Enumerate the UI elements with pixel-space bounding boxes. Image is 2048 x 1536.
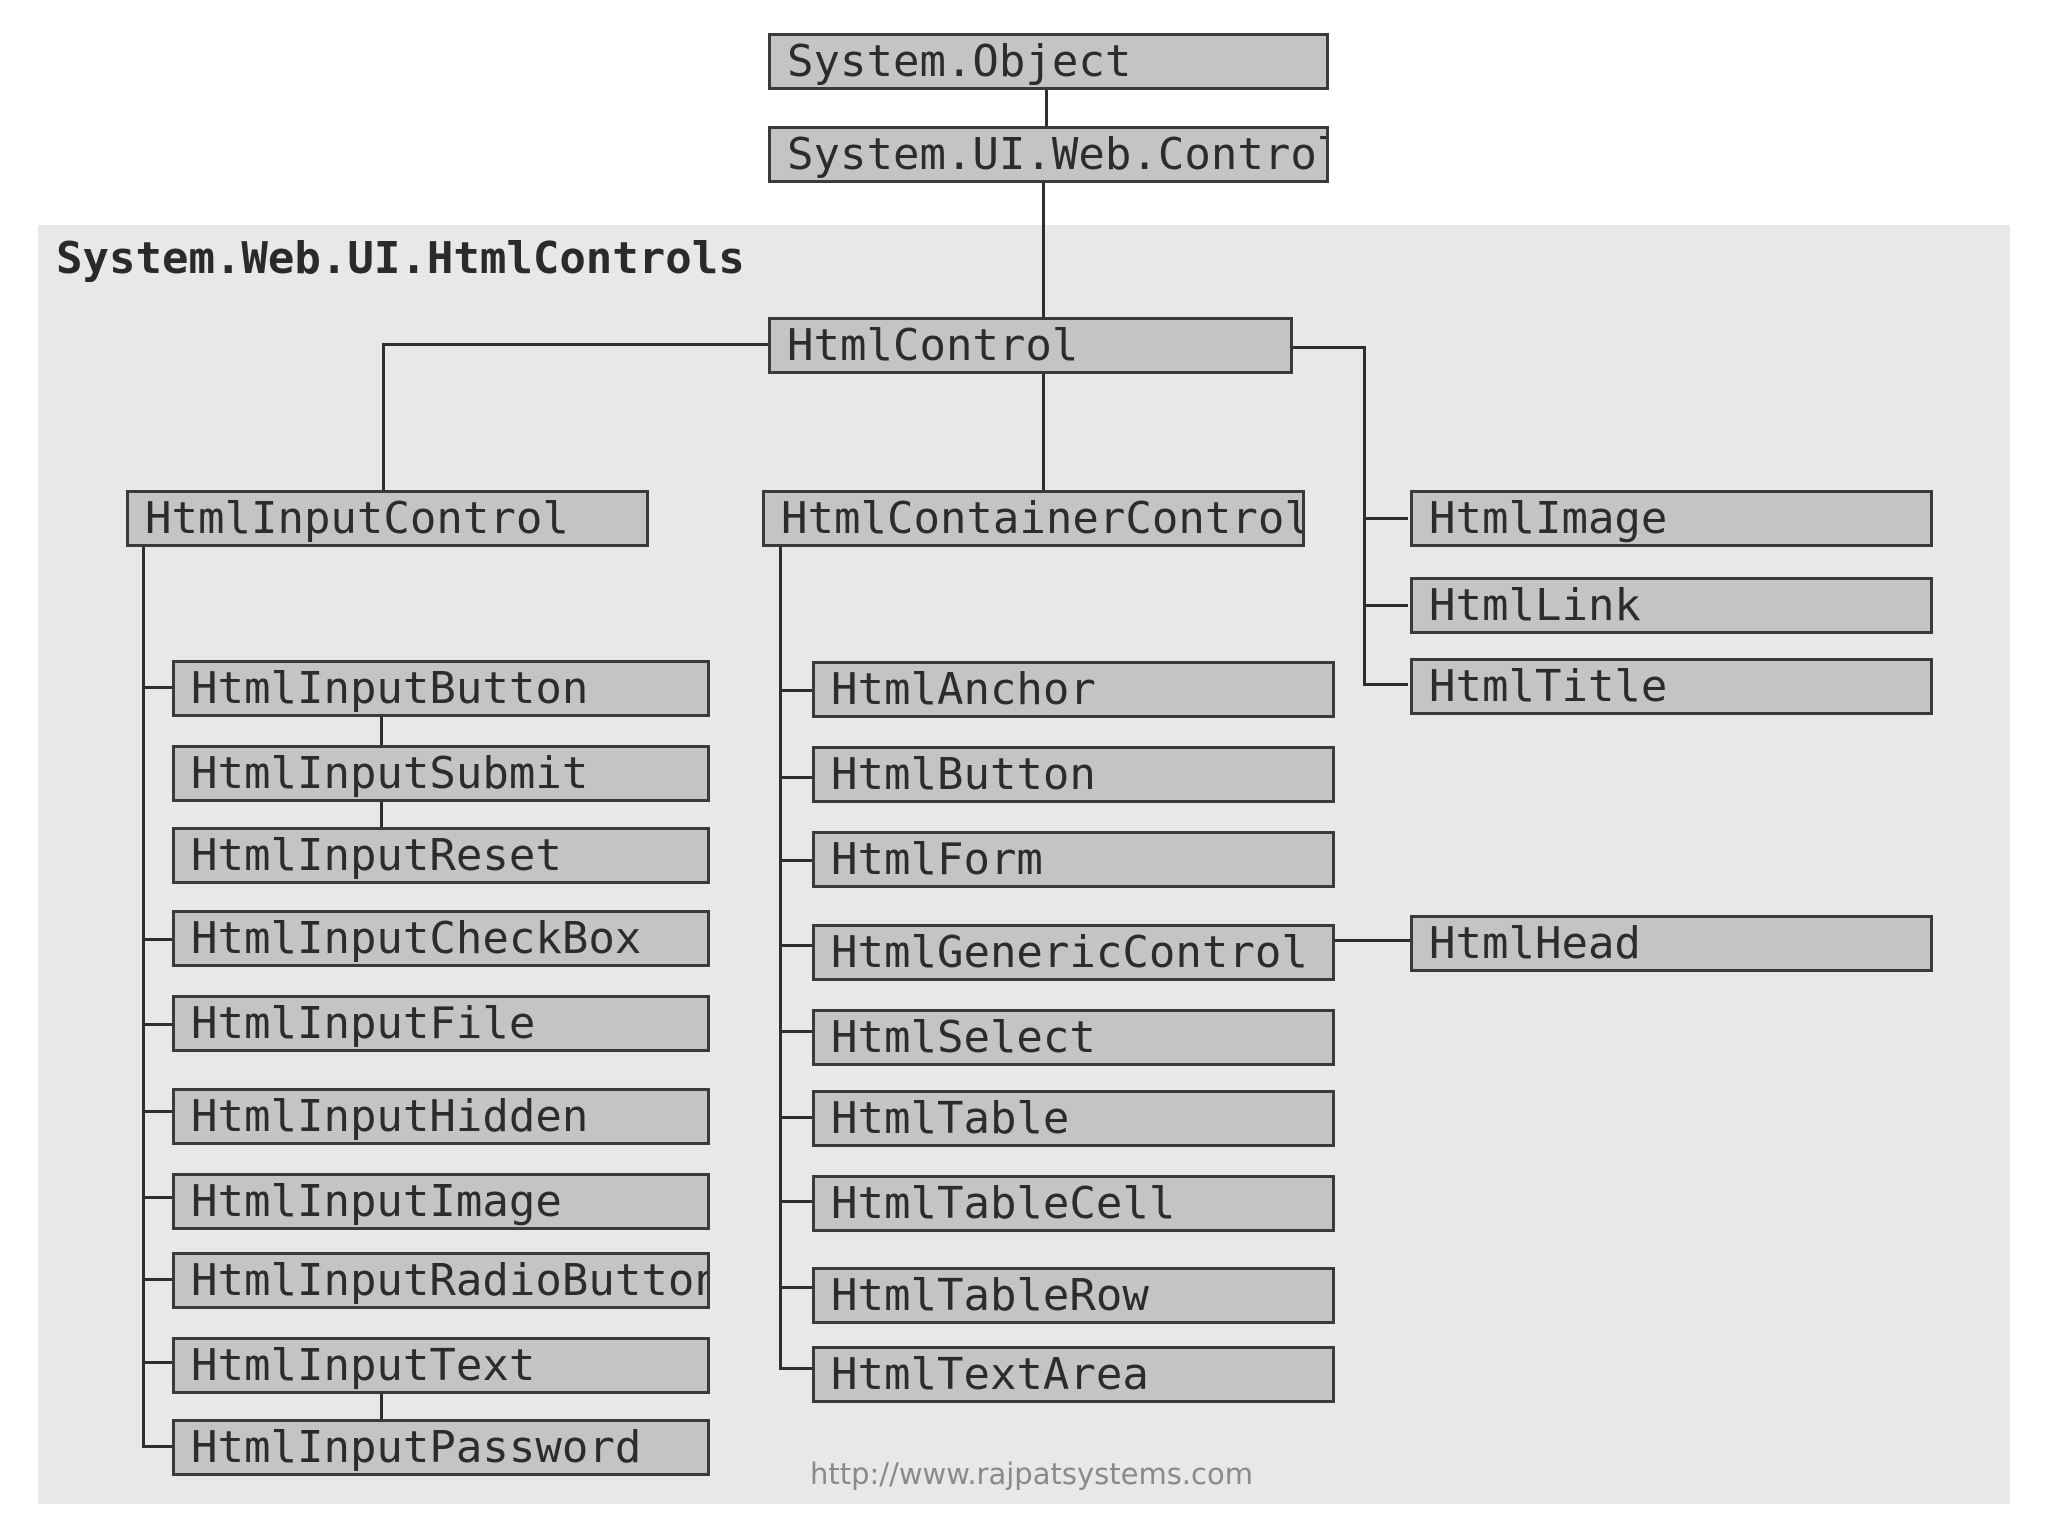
class-htmltextarea: HtmlTextArea bbox=[812, 1346, 1335, 1403]
class-htmlinputsubmit: HtmlInputSubmit bbox=[172, 745, 710, 802]
connector-to-htmltablerow bbox=[779, 1286, 812, 1289]
connector-htmlcontrol-input-v bbox=[382, 343, 385, 490]
connector-text-password bbox=[380, 1390, 383, 1420]
connector-object-control bbox=[1045, 88, 1048, 128]
connector-htmlcontrol-right-h bbox=[1290, 346, 1365, 349]
connector-submit-reset bbox=[380, 800, 383, 827]
class-htmllink: HtmlLink bbox=[1410, 577, 1933, 634]
class-htmlinputradiobutton: HtmlInputRadioButton bbox=[172, 1252, 710, 1309]
class-htmlcontrol: HtmlControl bbox=[768, 317, 1293, 374]
class-htmlinputbutton: HtmlInputButton bbox=[172, 660, 710, 717]
connector-to-htmllink bbox=[1363, 604, 1408, 607]
class-system-object: System.Object bbox=[768, 33, 1329, 90]
connector-to-htmlimage bbox=[1363, 517, 1408, 520]
class-htmlinputpassword: HtmlInputPassword bbox=[172, 1419, 710, 1476]
connector-to-htmlanchor bbox=[779, 689, 812, 692]
class-htmlanchor: HtmlAnchor bbox=[812, 661, 1335, 718]
connector-control-htmlcontrol bbox=[1042, 180, 1045, 320]
source-credit: http://www.rajpatsystems.com bbox=[810, 1457, 1253, 1491]
class-htmlinputcheckbox: HtmlInputCheckBox bbox=[172, 910, 710, 967]
class-htmlinputfile: HtmlInputFile bbox=[172, 995, 710, 1052]
class-htmlhead: HtmlHead bbox=[1410, 915, 1933, 972]
connector-to-htmlinputimage bbox=[142, 1196, 174, 1199]
connector-to-htmlinputbutton bbox=[142, 686, 174, 689]
namespace-label: System.Web.UI.HtmlControls bbox=[56, 233, 745, 284]
connector-to-htmlinputtext bbox=[142, 1361, 174, 1364]
connector-to-htmlinputradiobutton bbox=[142, 1278, 174, 1281]
class-htmltablerow: HtmlTableRow bbox=[812, 1267, 1335, 1324]
connector-to-htmltextarea bbox=[779, 1367, 812, 1370]
connector-htmlcontrol-container bbox=[1042, 372, 1045, 490]
class-htmlbutton: HtmlButton bbox=[812, 746, 1335, 803]
class-htmltitle: HtmlTitle bbox=[1410, 658, 1933, 715]
connector-right-spine bbox=[1363, 346, 1366, 686]
class-htmlinputhidden: HtmlInputHidden bbox=[172, 1088, 710, 1145]
class-htmlgenericcontrol: HtmlGenericControl bbox=[812, 924, 1335, 981]
class-htmlselect: HtmlSelect bbox=[812, 1009, 1335, 1066]
connector-to-htmlform bbox=[779, 859, 812, 862]
class-htmlinputcontrol: HtmlInputControl bbox=[126, 490, 649, 547]
class-htmltable: HtmlTable bbox=[812, 1090, 1335, 1147]
class-htmlinputtext: HtmlInputText bbox=[172, 1337, 710, 1394]
connector-container-spine bbox=[779, 545, 782, 1369]
connector-to-htmlinputpassword bbox=[142, 1445, 174, 1448]
class-htmlcontainercontrol: HtmlContainerControl bbox=[762, 490, 1305, 547]
class-htmlimage: HtmlImage bbox=[1410, 490, 1933, 547]
class-htmlform: HtmlForm bbox=[812, 831, 1335, 888]
connector-to-htmlbutton bbox=[779, 776, 812, 779]
connector-to-htmlselect bbox=[779, 1030, 812, 1033]
connector-to-htmltablecell bbox=[779, 1200, 812, 1203]
connector-to-htmlinputhidden bbox=[142, 1110, 174, 1113]
connector-htmlcontrol-input-h bbox=[382, 343, 770, 346]
connector-generic-head bbox=[1332, 939, 1410, 942]
connector-to-htmltable bbox=[779, 1116, 812, 1119]
connector-to-htmltitle bbox=[1363, 683, 1408, 686]
connector-to-htmlinputcheckbox bbox=[142, 938, 174, 941]
class-htmlinputimage: HtmlInputImage bbox=[172, 1173, 710, 1230]
class-htmltablecell: HtmlTableCell bbox=[812, 1175, 1335, 1232]
class-htmlinputreset: HtmlInputReset bbox=[172, 827, 710, 884]
class-system-ui-web-control: System.UI.Web.Control bbox=[768, 126, 1329, 183]
connector-to-htmlgenericcontrol bbox=[779, 944, 812, 947]
connector-button-submit bbox=[380, 714, 383, 745]
connector-to-htmlinputfile bbox=[142, 1023, 174, 1026]
connector-input-spine bbox=[142, 545, 145, 1447]
